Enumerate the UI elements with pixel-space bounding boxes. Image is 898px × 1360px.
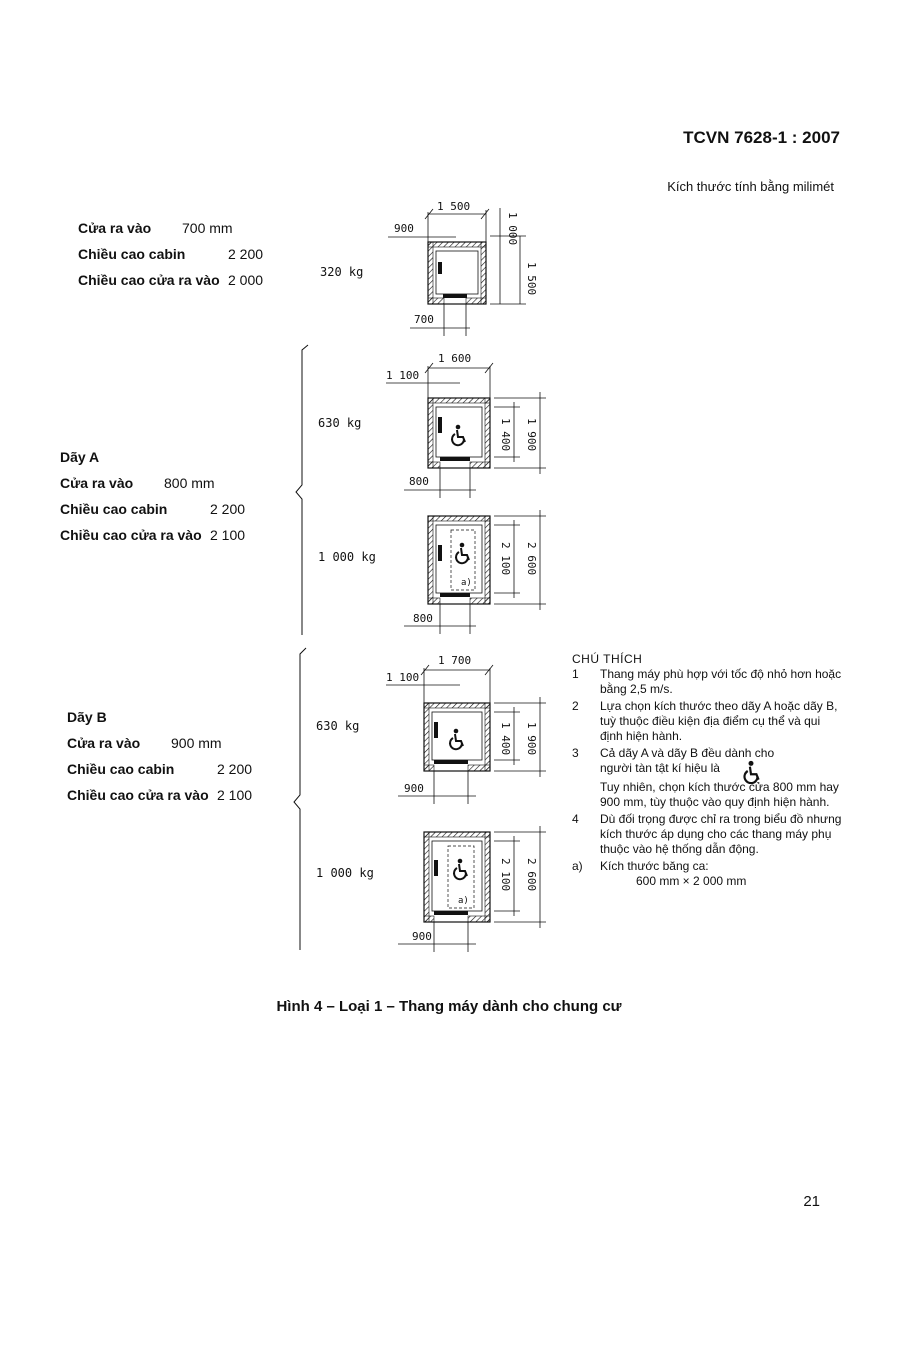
elevator-a630-dimensions bbox=[386, 362, 546, 498]
elevator-b630-dimensions bbox=[386, 664, 546, 804]
stretcher-mark: a) bbox=[458, 896, 469, 906]
load-320: 320 kg bbox=[320, 265, 364, 279]
load-a-630: 630 kg bbox=[318, 416, 362, 430]
dim-shaft-depth: 1 900 bbox=[525, 722, 538, 755]
dim-cabin: 1 400 bbox=[499, 722, 512, 755]
dim-cabin: 1 500 bbox=[525, 262, 538, 295]
dim-shaft-width: 1 700 bbox=[438, 654, 471, 667]
dim-door: 700 bbox=[414, 313, 434, 326]
dim-shaft-depth: 2 600 bbox=[525, 858, 538, 891]
elevator-b630-plan bbox=[423, 702, 491, 772]
note-a: a) Kích thước băng ca: 600 mm × 2 000 mm bbox=[572, 859, 747, 888]
dim-cabin: 1 400 bbox=[499, 418, 512, 451]
series-b-brace bbox=[293, 647, 307, 950]
elevator-320-dimensions bbox=[388, 208, 526, 336]
stretcher-mark: a) bbox=[461, 578, 472, 588]
dim-top: 1 000 bbox=[506, 212, 519, 245]
wheelchair-icon bbox=[743, 759, 760, 784]
dim-shaft-depth: 1 900 bbox=[525, 418, 538, 451]
dim-side: 900 bbox=[394, 222, 414, 235]
series-a-title: Dãy A bbox=[60, 449, 100, 465]
page-number: 21 bbox=[803, 1193, 820, 1210]
dim-shaft-depth: 2 600 bbox=[525, 542, 538, 575]
dim-door: 800 bbox=[409, 475, 429, 488]
dim-side: 1 100 bbox=[386, 369, 419, 382]
wheelchair-icon bbox=[455, 541, 470, 565]
wheelchair-icon bbox=[451, 423, 466, 447]
elevator-a1000-dimensions bbox=[404, 510, 546, 634]
series-a-brace bbox=[295, 344, 309, 635]
dim-door: 900 bbox=[404, 782, 424, 795]
dim-cabin: 2 100 bbox=[499, 542, 512, 575]
wheelchair-icon bbox=[449, 727, 464, 751]
dim-door: 800 bbox=[413, 612, 433, 625]
elevator-drawings: 1 500 900 1 000 1 500 700 1 600 1 100 1 … bbox=[293, 200, 546, 952]
load-b-630: 630 kg bbox=[316, 719, 360, 733]
wheelchair-icon bbox=[453, 857, 468, 881]
dim-shaft-width: 1 600 bbox=[438, 352, 471, 365]
dim-door: 900 bbox=[412, 930, 432, 943]
standard-number: TCVN 7628-1 : 2007 bbox=[683, 128, 840, 147]
load-a-1000: 1 000 kg bbox=[318, 550, 376, 564]
dim-cabin: 2 100 bbox=[499, 858, 512, 891]
notes-heading: CHÚ THÍCH bbox=[572, 652, 643, 666]
elevator-b1000-dimensions bbox=[398, 826, 546, 952]
series-b-title: Dãy B bbox=[67, 709, 107, 725]
load-b-1000: 1 000 kg bbox=[316, 866, 374, 880]
dim-side: 1 100 bbox=[386, 671, 419, 684]
elevator-a1000-plan bbox=[427, 515, 491, 605]
elevator-a630-plan bbox=[427, 397, 491, 469]
elevator-320-plan bbox=[427, 241, 487, 305]
figure-caption: Hình 4 – Loại 1 – Thang máy dành cho chu… bbox=[276, 998, 622, 1015]
elevator-b1000-plan bbox=[423, 831, 491, 923]
dim-shaft-width: 1 500 bbox=[437, 200, 470, 213]
units-note: Kích thước tính bằng milimét bbox=[667, 179, 834, 194]
note-3: 3 Cả dãy A và dãy B đều dành cho người t… bbox=[572, 746, 839, 809]
